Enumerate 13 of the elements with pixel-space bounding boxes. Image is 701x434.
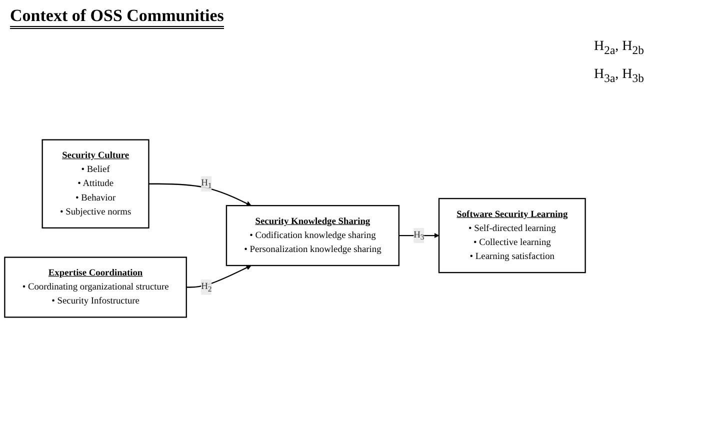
diagram-title: Context of OSS Communities (10, 6, 224, 29)
node-box: Security Knowledge Sharing • Codification knowledge sharing • Personalization knowledge sharing (226, 205, 400, 266)
hypothesis-label: H$_{2a}$, H$_{2b}$ (594, 39, 645, 57)
edge-label: H$_{1}$ (201, 178, 212, 190)
node-box: Software Security Learning • Self-directed learning • Collective learning • Learning satisfaction (438, 198, 586, 274)
node-box: Security Culture • Belief • Attitude • Behavior • Subjective norms (42, 139, 150, 228)
arrow (186, 265, 252, 288)
hypothesis-label: H$_{3a}$, H$_{3b}$ (594, 66, 645, 85)
edge-label: H$_{2}$ (201, 281, 212, 294)
arrow (148, 183, 252, 206)
edge-label: H$_{3}$ (414, 230, 424, 242)
arrow (398, 232, 440, 238)
node-box: Expertise Coordination • Coordinating organizational structure • Security Infostructure (4, 256, 187, 318)
